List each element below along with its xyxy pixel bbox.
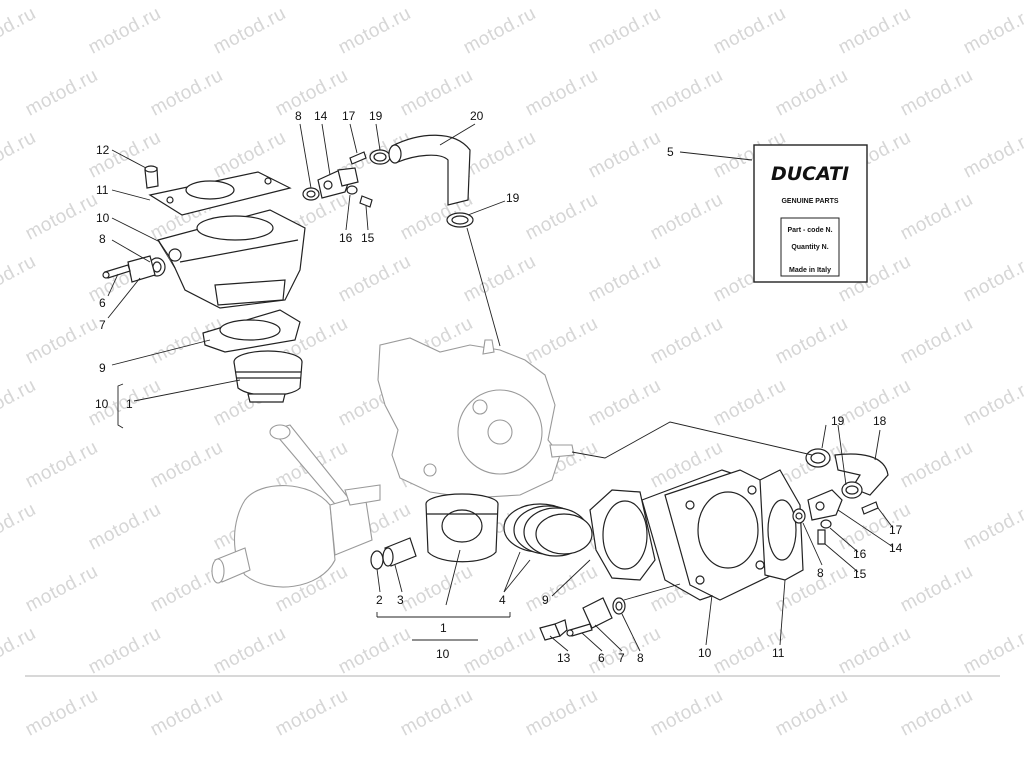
part-15-screw-right: [817, 529, 826, 545]
callout-19-top: 19: [369, 109, 383, 123]
callout-8-lower: 8: [637, 651, 644, 665]
label-card-inner-box: [780, 217, 840, 277]
callout-1-left: 1: [126, 397, 133, 411]
callout-11-top: 11: [96, 183, 109, 197]
part-11-head-gasket-lower: [759, 469, 804, 581]
callout-14-right: 14: [889, 541, 903, 555]
leader-lines: [107, 123, 894, 652]
label-card-field-code: Part - code N.: [787, 227, 832, 234]
part-9-base-gasket-top: [202, 309, 301, 353]
part-19-clamp-right-a: [805, 448, 831, 468]
part-19-clamp-mid: [446, 212, 474, 228]
part-19-clamp-right-b: [841, 481, 863, 499]
part-9-base-gasket-lower: [589, 489, 656, 581]
part-8-oring-lower: [612, 597, 626, 615]
part-10-cylinder-top: [157, 209, 306, 309]
callout-2: 2: [376, 593, 383, 607]
label-card-field-qty: Quantity N.: [791, 244, 828, 251]
callout-12-top: 12: [96, 143, 110, 157]
callout-13: 13: [557, 651, 571, 665]
part-16-washer-right: [820, 519, 832, 529]
part-6-screw-left-top: [102, 264, 131, 279]
callout-labels: 12 11 10 8 6 7 9 10 1 8 14 17 19 20 16 1…: [95, 109, 903, 665]
callout-19-right: 19: [831, 414, 845, 428]
callout-20: 20: [470, 109, 484, 123]
callout-16-top: 16: [339, 231, 353, 245]
callout-10-lower-bracket: 10: [436, 647, 450, 661]
callout-11-lower: 11: [772, 646, 785, 660]
part-2-circlip: [370, 550, 384, 570]
callout-17-top: 17: [342, 109, 356, 123]
callout-15-right: 15: [853, 567, 867, 581]
bracket-10-top: [117, 383, 124, 429]
part-4-piston-rings: [503, 503, 593, 557]
label-card-subtitle: GENUINE PARTS: [781, 198, 838, 205]
part-11-head-gasket-top: [148, 171, 292, 216]
part-7-flange-left-top: [127, 255, 156, 283]
callout-10-bracket: 10: [95, 397, 109, 411]
callout-7-lower: 7: [618, 651, 625, 665]
callout-5: 5: [667, 145, 674, 159]
callout-16-right: 16: [853, 547, 867, 561]
part-19-clamp-top: [369, 149, 391, 165]
part-1-piston-top: [233, 350, 303, 403]
part-6-screw-lower: [566, 623, 593, 637]
engine-crankcase-outline: [377, 337, 575, 499]
callout-8-left: 8: [99, 232, 106, 246]
crankshaft: [211, 424, 381, 588]
part-14-union-top: [317, 167, 359, 199]
callout-19-mid: 19: [506, 191, 520, 205]
callout-9-lower: 9: [542, 593, 549, 607]
callout-3: 3: [397, 593, 404, 607]
callout-6-left: 6: [99, 296, 106, 310]
callout-15-top: 15: [361, 231, 375, 245]
callout-10-lower: 10: [698, 646, 712, 660]
callout-8-right: 8: [817, 566, 824, 580]
part-17-screw-top: [349, 151, 367, 165]
part-8-oring-right: [792, 508, 806, 524]
part-1-piston-lower: [425, 493, 499, 563]
callout-9-left: 9: [99, 361, 106, 375]
callout-8-top: 8: [295, 109, 302, 123]
part-8-oring-top: [302, 187, 320, 201]
label-card-field-origin: Made in Italy: [789, 267, 831, 274]
callout-7-left: 7: [99, 318, 106, 332]
callout-6-lower: 6: [598, 651, 605, 665]
callout-14-top: 14: [314, 109, 328, 123]
part-3-piston-pin: [382, 537, 417, 567]
part-7-flange-lower: [582, 597, 613, 629]
part-10-cylinder-lower: [641, 469, 773, 601]
callout-1-lower: 1: [440, 621, 447, 635]
callout-10-top: 10: [96, 211, 110, 225]
part-15-screw-top: [359, 195, 373, 208]
callout-18: 18: [873, 414, 887, 428]
callout-17-right: 17: [889, 523, 903, 537]
part-17-screw-right: [861, 501, 879, 515]
part-20-hose: [388, 134, 471, 206]
callout-4: 4: [499, 593, 506, 607]
part-13-temperature-sensor: [539, 619, 568, 641]
genuine-parts-label-card: DUCATI GENUINE PARTS Part - code N. Quan…: [753, 144, 868, 283]
part-12-dowel: [144, 165, 159, 189]
part-16-washer-top: [346, 185, 358, 195]
label-card-brand: DUCATI: [771, 163, 849, 185]
part-14-union-right: [807, 489, 843, 521]
